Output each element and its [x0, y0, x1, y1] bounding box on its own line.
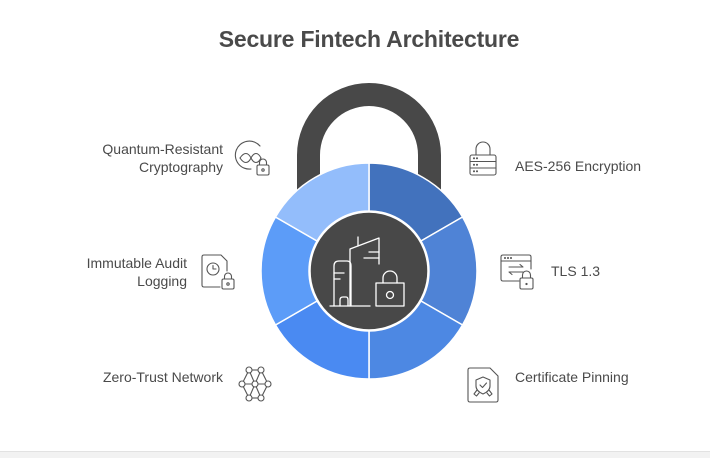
building-lock-icon — [329, 236, 405, 307]
label-line: AES-256 Encryption — [515, 158, 642, 174]
label-immutable-audit-logging: Immutable Audit Logging — [87, 254, 187, 290]
document-clock-lock-icon — [201, 254, 235, 290]
label-quantum-resistant-cryptography: Quantum-Resistant Cryptography — [102, 140, 223, 176]
label-certificate-pinning: Certificate Pinning — [515, 368, 629, 386]
network-mesh-icon — [238, 366, 272, 402]
label-aes-256-encryption: AES-256 Encryption — [515, 157, 641, 175]
label-line: Certificate Pinning — [515, 369, 629, 385]
label-line: Quantum-Resistant — [102, 141, 223, 157]
label-zero-trust-network: Zero-Trust Network — [103, 368, 223, 386]
padlock-shackle — [297, 83, 441, 200]
label-line: TLS 1.3 — [551, 263, 601, 279]
label-line: Logging — [137, 273, 187, 289]
bottom-edge — [0, 451, 710, 458]
label-line: Immutable Audit — [86, 255, 187, 271]
certificate-badge-icon — [467, 367, 499, 403]
label-line: Zero-Trust Network — [102, 369, 223, 385]
label-line: Cryptography — [138, 159, 223, 175]
segment-quantum-resistant — [274, 162, 370, 243]
browser-exchange-lock-icon — [500, 254, 534, 290]
diagram-title: Secure Fintech Architecture — [218, 26, 520, 52]
server-lock-icon — [469, 141, 497, 176]
label-tls-1-3: TLS 1.3 — [551, 262, 600, 280]
quantum-lock-icon — [234, 140, 270, 176]
center-circle — [309, 211, 429, 331]
